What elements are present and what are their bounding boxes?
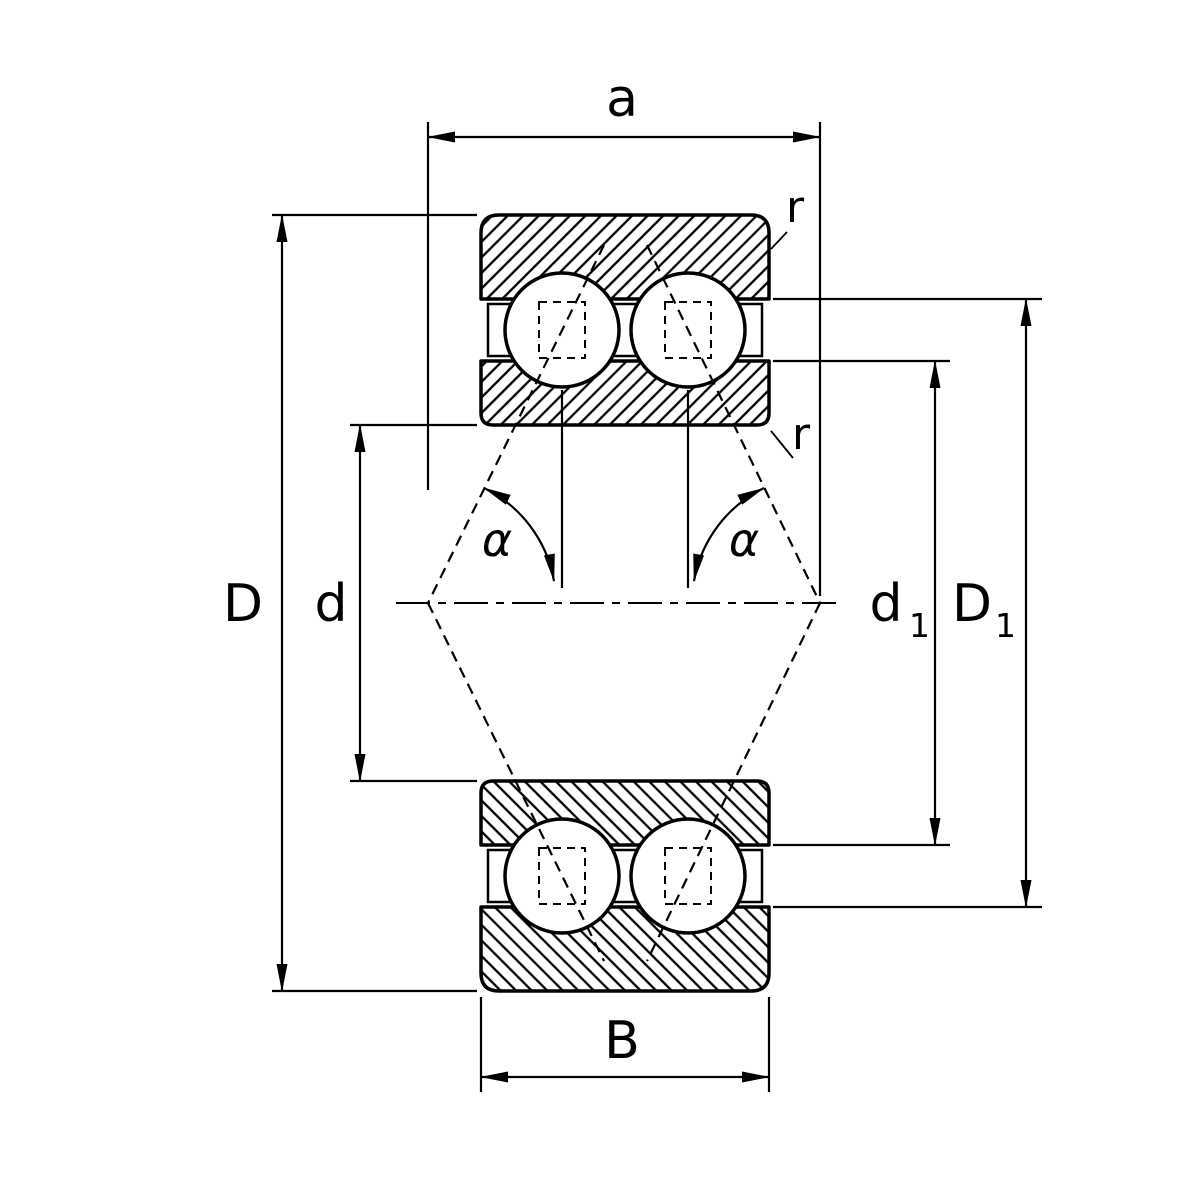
contact-angle-label-right: α [729, 513, 759, 567]
ball-pocket-upper-left [538, 301, 586, 359]
dimension-label-D1: D [952, 574, 992, 634]
contact-line-lower-right [646, 602, 821, 962]
ball-pocket-lower-left [538, 847, 586, 905]
dimension-B: B [479, 997, 771, 1092]
dimension-label-D: D [223, 574, 263, 634]
radius-label-mid: r [792, 409, 811, 460]
ball-lower-right [629, 817, 747, 935]
dimension-a: a [426, 69, 822, 596]
leader-line-r-mid [770, 430, 794, 459]
ball-pocket-upper-right [664, 301, 712, 359]
contact-line-lower-left [427, 602, 605, 962]
contact-line-upper-left [427, 244, 605, 604]
dimension-label-d: d [314, 574, 347, 634]
contact-angle-arc-left [483, 487, 556, 582]
dimension-D: D [223, 213, 477, 993]
dimension-label-D1-subscript: 1 [995, 606, 1016, 645]
contact-angle-arc-right [692, 487, 765, 582]
ball-lower-left [503, 817, 621, 935]
dimension-label-B: B [604, 1011, 640, 1071]
contact-angle-construction: α α [427, 244, 821, 962]
ball-pocket-lower-right [664, 847, 712, 905]
leader-line-r-top [770, 231, 788, 250]
dimension-label-a: a [606, 69, 638, 129]
dimension-d: d [314, 423, 477, 783]
dimension-D1: D 1 [773, 297, 1042, 909]
dimension-label-d1-subscript: 1 [909, 606, 930, 645]
dimension-label-d1: d [869, 574, 902, 634]
corner-radius-callouts: r r [770, 182, 811, 460]
contact-angle-label-left: α [482, 513, 512, 567]
radius-label-top: r [786, 182, 805, 233]
contact-line-upper-right [646, 244, 821, 604]
dimension-d1: d 1 [773, 359, 950, 847]
